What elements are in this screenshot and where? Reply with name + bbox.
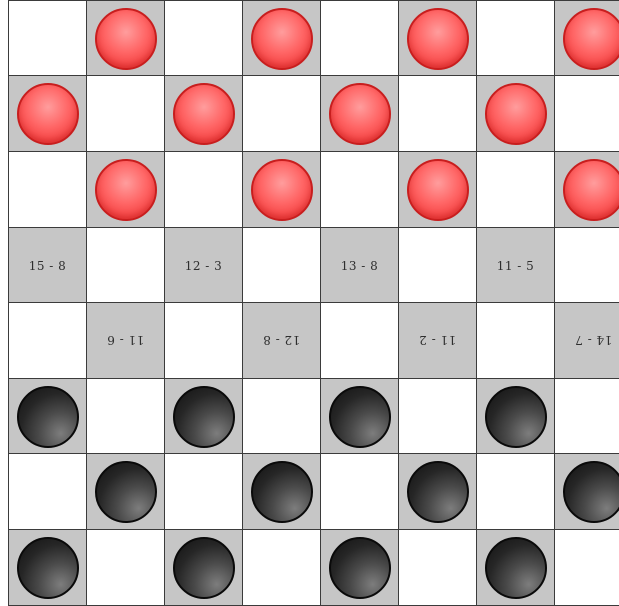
red-checker-piece[interactable] — [329, 83, 391, 145]
board-square-r5-c5[interactable] — [320, 302, 399, 379]
board-square-r3-c4[interactable] — [242, 151, 321, 228]
red-checker-piece[interactable] — [173, 83, 235, 145]
move-label: 15 - 8 — [9, 228, 86, 303]
board-square-r7-c3[interactable] — [164, 453, 243, 530]
board-square-r3-c6[interactable] — [398, 151, 477, 228]
board-square-r7-c1[interactable] — [8, 453, 87, 530]
board-square-r6-c1[interactable] — [8, 378, 87, 455]
board-square-r5-c1[interactable] — [8, 302, 87, 379]
red-checker-piece[interactable] — [563, 159, 619, 221]
red-checker-piece[interactable] — [95, 159, 157, 221]
board-square-r4-c4[interactable] — [242, 227, 321, 304]
board-square-r5-c4[interactable]: 12 - 8 — [242, 302, 321, 379]
board-square-r8-c2[interactable] — [86, 529, 165, 606]
board-square-r5-c7[interactable] — [476, 302, 555, 379]
board-square-r4-c2[interactable] — [86, 227, 165, 304]
board-square-r7-c5[interactable] — [320, 453, 399, 530]
board-square-r5-c2[interactable]: 11 - 6 — [86, 302, 165, 379]
black-checker-piece[interactable] — [485, 537, 547, 599]
board-square-r4-c1[interactable]: 15 - 8 — [8, 227, 87, 304]
board-square-r2-c3[interactable] — [164, 75, 243, 152]
board-square-r1-c7[interactable] — [476, 0, 555, 77]
red-checker-piece[interactable] — [485, 83, 547, 145]
black-checker-piece[interactable] — [329, 537, 391, 599]
board-square-r2-c8[interactable] — [554, 75, 619, 152]
move-label: 11 - 2 — [399, 303, 476, 378]
move-label: 12 - 8 — [243, 303, 320, 378]
board-square-r8-c3[interactable] — [164, 529, 243, 606]
red-checker-piece[interactable] — [251, 159, 313, 221]
black-checker-piece[interactable] — [17, 537, 79, 599]
board-square-r8-c8[interactable] — [554, 529, 619, 606]
move-label: 11 - 5 — [477, 228, 554, 303]
board-square-r7-c6[interactable] — [398, 453, 477, 530]
board-square-r6-c8[interactable] — [554, 378, 619, 455]
black-checker-piece[interactable] — [17, 386, 79, 448]
board-square-r1-c6[interactable] — [398, 0, 477, 77]
board-square-r4-c6[interactable] — [398, 227, 477, 304]
board-square-r2-c7[interactable] — [476, 75, 555, 152]
board-square-r7-c4[interactable] — [242, 453, 321, 530]
move-label: 12 - 3 — [165, 228, 242, 303]
board-square-r7-c2[interactable] — [86, 453, 165, 530]
board-square-r2-c2[interactable] — [86, 75, 165, 152]
board-square-r1-c5[interactable] — [320, 0, 399, 77]
board-square-r3-c7[interactable] — [476, 151, 555, 228]
black-checker-piece[interactable] — [173, 537, 235, 599]
board-square-r4-c7[interactable]: 11 - 5 — [476, 227, 555, 304]
move-label: 14 - 7 — [555, 303, 619, 378]
board-square-r6-c5[interactable] — [320, 378, 399, 455]
board-square-r1-c1[interactable] — [8, 0, 87, 77]
black-checker-piece[interactable] — [251, 461, 313, 523]
board-square-r2-c6[interactable] — [398, 75, 477, 152]
red-checker-piece[interactable] — [407, 8, 469, 70]
move-label: 11 - 6 — [87, 303, 164, 378]
board-square-r7-c7[interactable] — [476, 453, 555, 530]
board-square-r1-c8[interactable] — [554, 0, 619, 77]
board-square-r2-c1[interactable] — [8, 75, 87, 152]
board-square-r2-c4[interactable] — [242, 75, 321, 152]
board-square-r6-c2[interactable] — [86, 378, 165, 455]
board-square-r8-c1[interactable] — [8, 529, 87, 606]
board-square-r4-c5[interactable]: 13 - 8 — [320, 227, 399, 304]
black-checker-piece[interactable] — [95, 461, 157, 523]
board-square-r6-c6[interactable] — [398, 378, 477, 455]
board-square-r1-c2[interactable] — [86, 0, 165, 77]
board-square-r1-c3[interactable] — [164, 0, 243, 77]
red-checker-piece[interactable] — [17, 83, 79, 145]
board-square-r6-c3[interactable] — [164, 378, 243, 455]
board-square-r4-c3[interactable]: 12 - 3 — [164, 227, 243, 304]
board-square-r3-c3[interactable] — [164, 151, 243, 228]
board-square-r8-c4[interactable] — [242, 529, 321, 606]
black-checker-piece[interactable] — [329, 386, 391, 448]
board-square-r8-c5[interactable] — [320, 529, 399, 606]
board-square-r8-c7[interactable] — [476, 529, 555, 606]
board-square-r3-c8[interactable] — [554, 151, 619, 228]
black-checker-piece[interactable] — [485, 386, 547, 448]
move-label: 13 - 8 — [321, 228, 398, 303]
board-square-r6-c7[interactable] — [476, 378, 555, 455]
board-square-r3-c1[interactable] — [8, 151, 87, 228]
board-square-r5-c6[interactable]: 11 - 2 — [398, 302, 477, 379]
red-checker-piece[interactable] — [407, 159, 469, 221]
red-checker-piece[interactable] — [251, 8, 313, 70]
board-square-r7-c8[interactable] — [554, 453, 619, 530]
red-checker-piece[interactable] — [95, 8, 157, 70]
board-square-r6-c4[interactable] — [242, 378, 321, 455]
board-square-r8-c6[interactable] — [398, 529, 477, 606]
board-square-r3-c2[interactable] — [86, 151, 165, 228]
checkers-board: 15 - 8 12 - 3 13 - 8 11 - 5 11 - 6 12 - 8 11 -… — [8, 0, 619, 600]
black-checker-piece[interactable] — [173, 386, 235, 448]
board-square-r5-c3[interactable] — [164, 302, 243, 379]
board-square-r4-c8[interactable] — [554, 227, 619, 304]
board-square-r1-c4[interactable] — [242, 0, 321, 77]
black-checker-piece[interactable] — [407, 461, 469, 523]
board-square-r3-c5[interactable] — [320, 151, 399, 228]
black-checker-piece[interactable] — [563, 461, 619, 523]
board-square-r2-c5[interactable] — [320, 75, 399, 152]
board-square-r5-c8[interactable]: 14 - 7 — [554, 302, 619, 379]
red-checker-piece[interactable] — [563, 8, 619, 70]
